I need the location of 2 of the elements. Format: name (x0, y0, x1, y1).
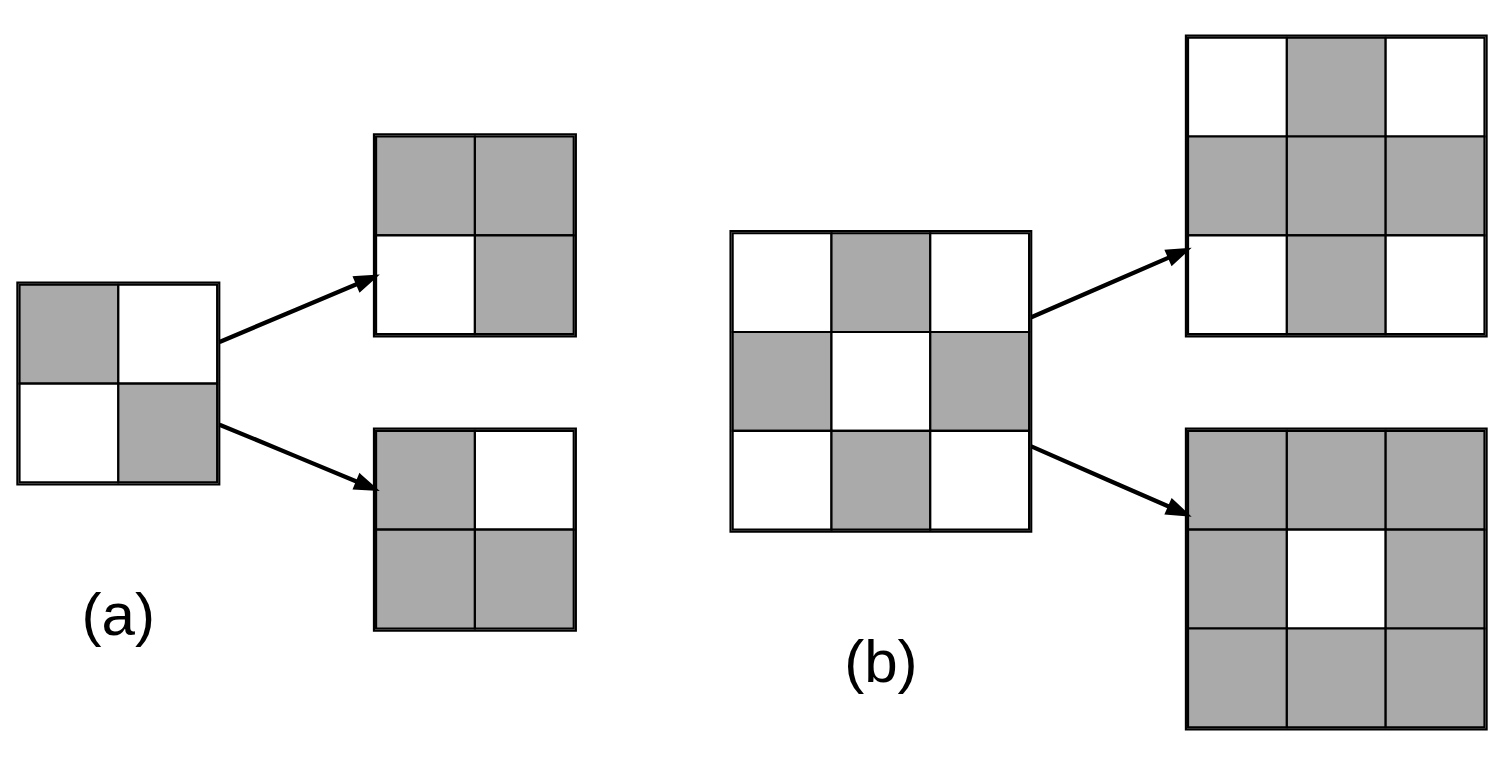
label: (b) (844, 627, 918, 695)
label: (a) (81, 580, 156, 648)
